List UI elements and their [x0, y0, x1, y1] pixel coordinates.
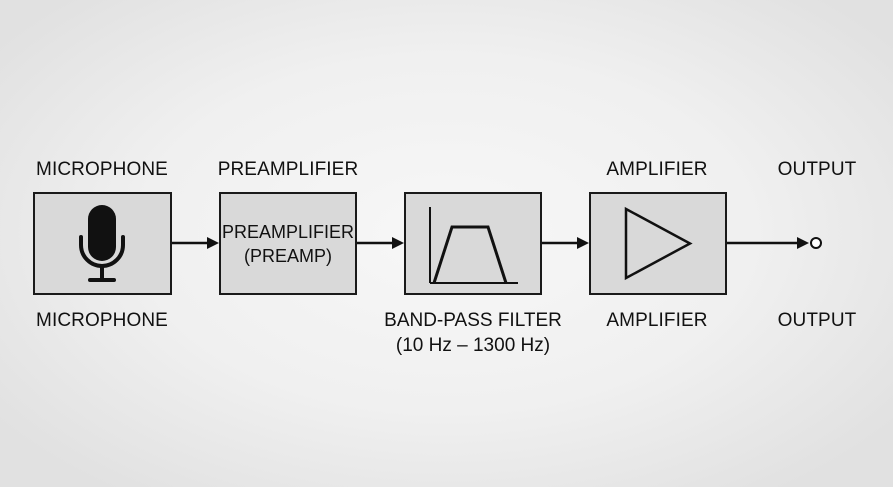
arrow-filter-to-amplifier — [542, 237, 589, 249]
filter-frequency-range-label: (10 Hz – 1300 Hz) — [395, 335, 551, 356]
amplifier-block — [589, 192, 727, 295]
amplifier-bottom-label: AMPLIFIER — [606, 310, 708, 331]
preamp-abbrev-label: (PREAMP) — [243, 246, 332, 266]
preamplifier-inner-label: PREAMPLIFIER — [221, 222, 355, 242]
microphone-top-label: MICROPHONE — [36, 159, 168, 180]
microphone-icon — [79, 205, 125, 282]
output-terminal-icon — [810, 237, 822, 249]
band-pass-filter-label: BAND-PASS FILTER — [384, 310, 562, 331]
band-pass-response-icon — [429, 207, 518, 284]
amplifier-top-label: AMPLIFIER — [606, 159, 708, 180]
output-bottom-label: OUTPUT — [777, 310, 857, 331]
arrow-preamp-to-filter — [357, 237, 404, 249]
output-top-label: OUTPUT — [777, 159, 857, 180]
preamplifier-block: PREAMPLIFIER (PREAMP) — [219, 192, 357, 295]
arrow-amplifier-to-output — [727, 237, 809, 249]
preamplifier-top-label: PREAMPLIFIER — [217, 159, 359, 180]
amplifier-triangle-icon — [624, 206, 693, 281]
arrow-mic-to-preamp — [172, 237, 219, 249]
microphone-bottom-label: MICROPHONE — [36, 310, 168, 331]
band-pass-filter-block — [404, 192, 542, 295]
